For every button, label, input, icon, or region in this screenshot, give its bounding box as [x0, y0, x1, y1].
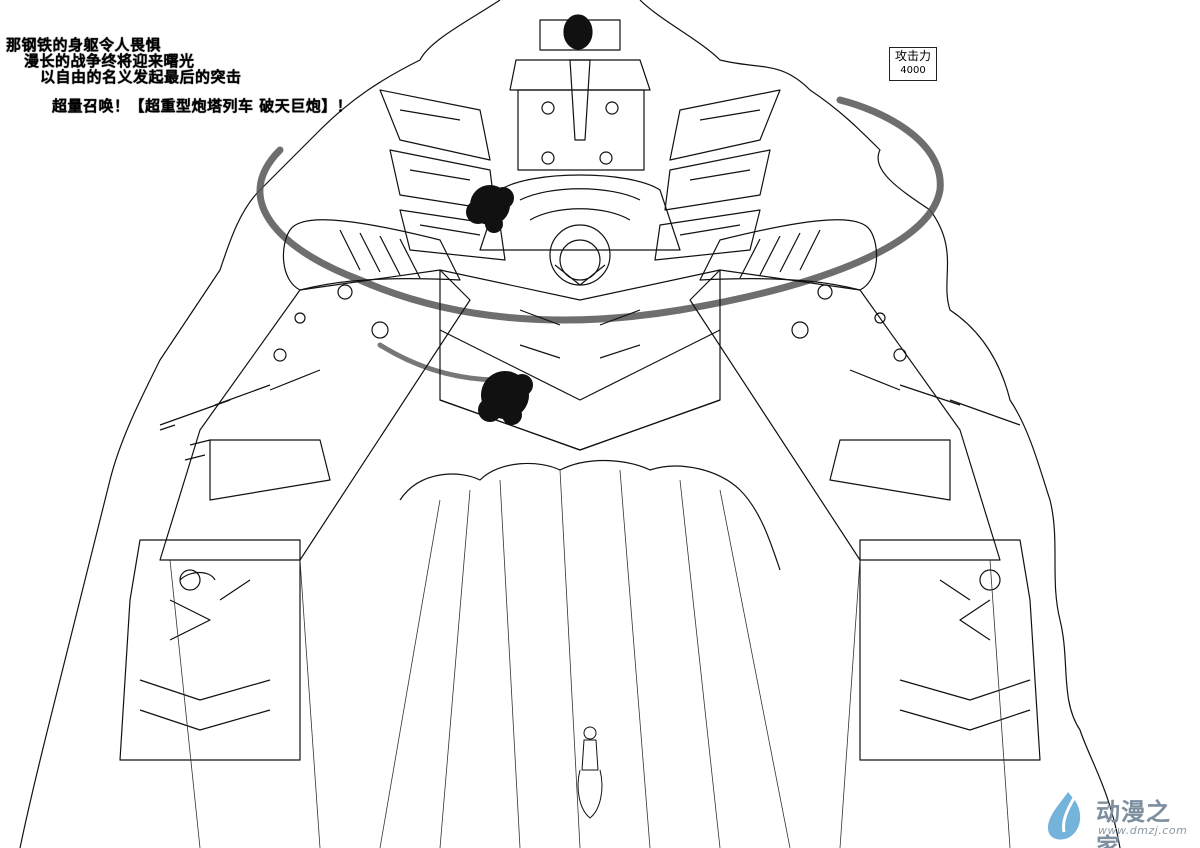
right-train-car [689, 269, 1041, 761]
attack-box: 攻击力 4000 [889, 47, 937, 81]
smoke-burst-upper [466, 185, 514, 233]
caption-line-2: 漫长的战争终将迎来曙光 [24, 52, 195, 70]
attack-value: 4000 [900, 65, 926, 76]
watermark-logo [1048, 792, 1081, 840]
caption-line-1: 那钢铁的身躯令人畏惧 [6, 36, 162, 54]
left-cannon [282, 219, 461, 291]
small-figure [577, 726, 603, 819]
ground-cloud [399, 460, 781, 571]
central-arch [479, 174, 681, 286]
rail-tracks [169, 469, 1011, 848]
caption-line-3: 以自由的名义发起最后的突击 [40, 68, 242, 86]
smoke-burst-lower [478, 371, 533, 425]
left-wing [379, 89, 506, 261]
attack-label: 攻击力 [894, 49, 931, 63]
central-hull [439, 269, 721, 451]
caption-summon: 超量召唤！【超重型炮塔列车 破天巨炮】！ [52, 97, 353, 115]
watermark-name: 动漫之家 [1096, 798, 1171, 848]
watermark-url: www.dmzj.com [1098, 824, 1188, 837]
watermark: 动漫之家 www.dmzj.com [1042, 790, 1192, 848]
left-train-car [119, 269, 471, 761]
aura-ring [256, 96, 944, 324]
central-tower [509, 14, 651, 171]
right-wing [654, 89, 781, 261]
right-cannon [699, 219, 878, 291]
aura-outline [19, 0, 1121, 848]
